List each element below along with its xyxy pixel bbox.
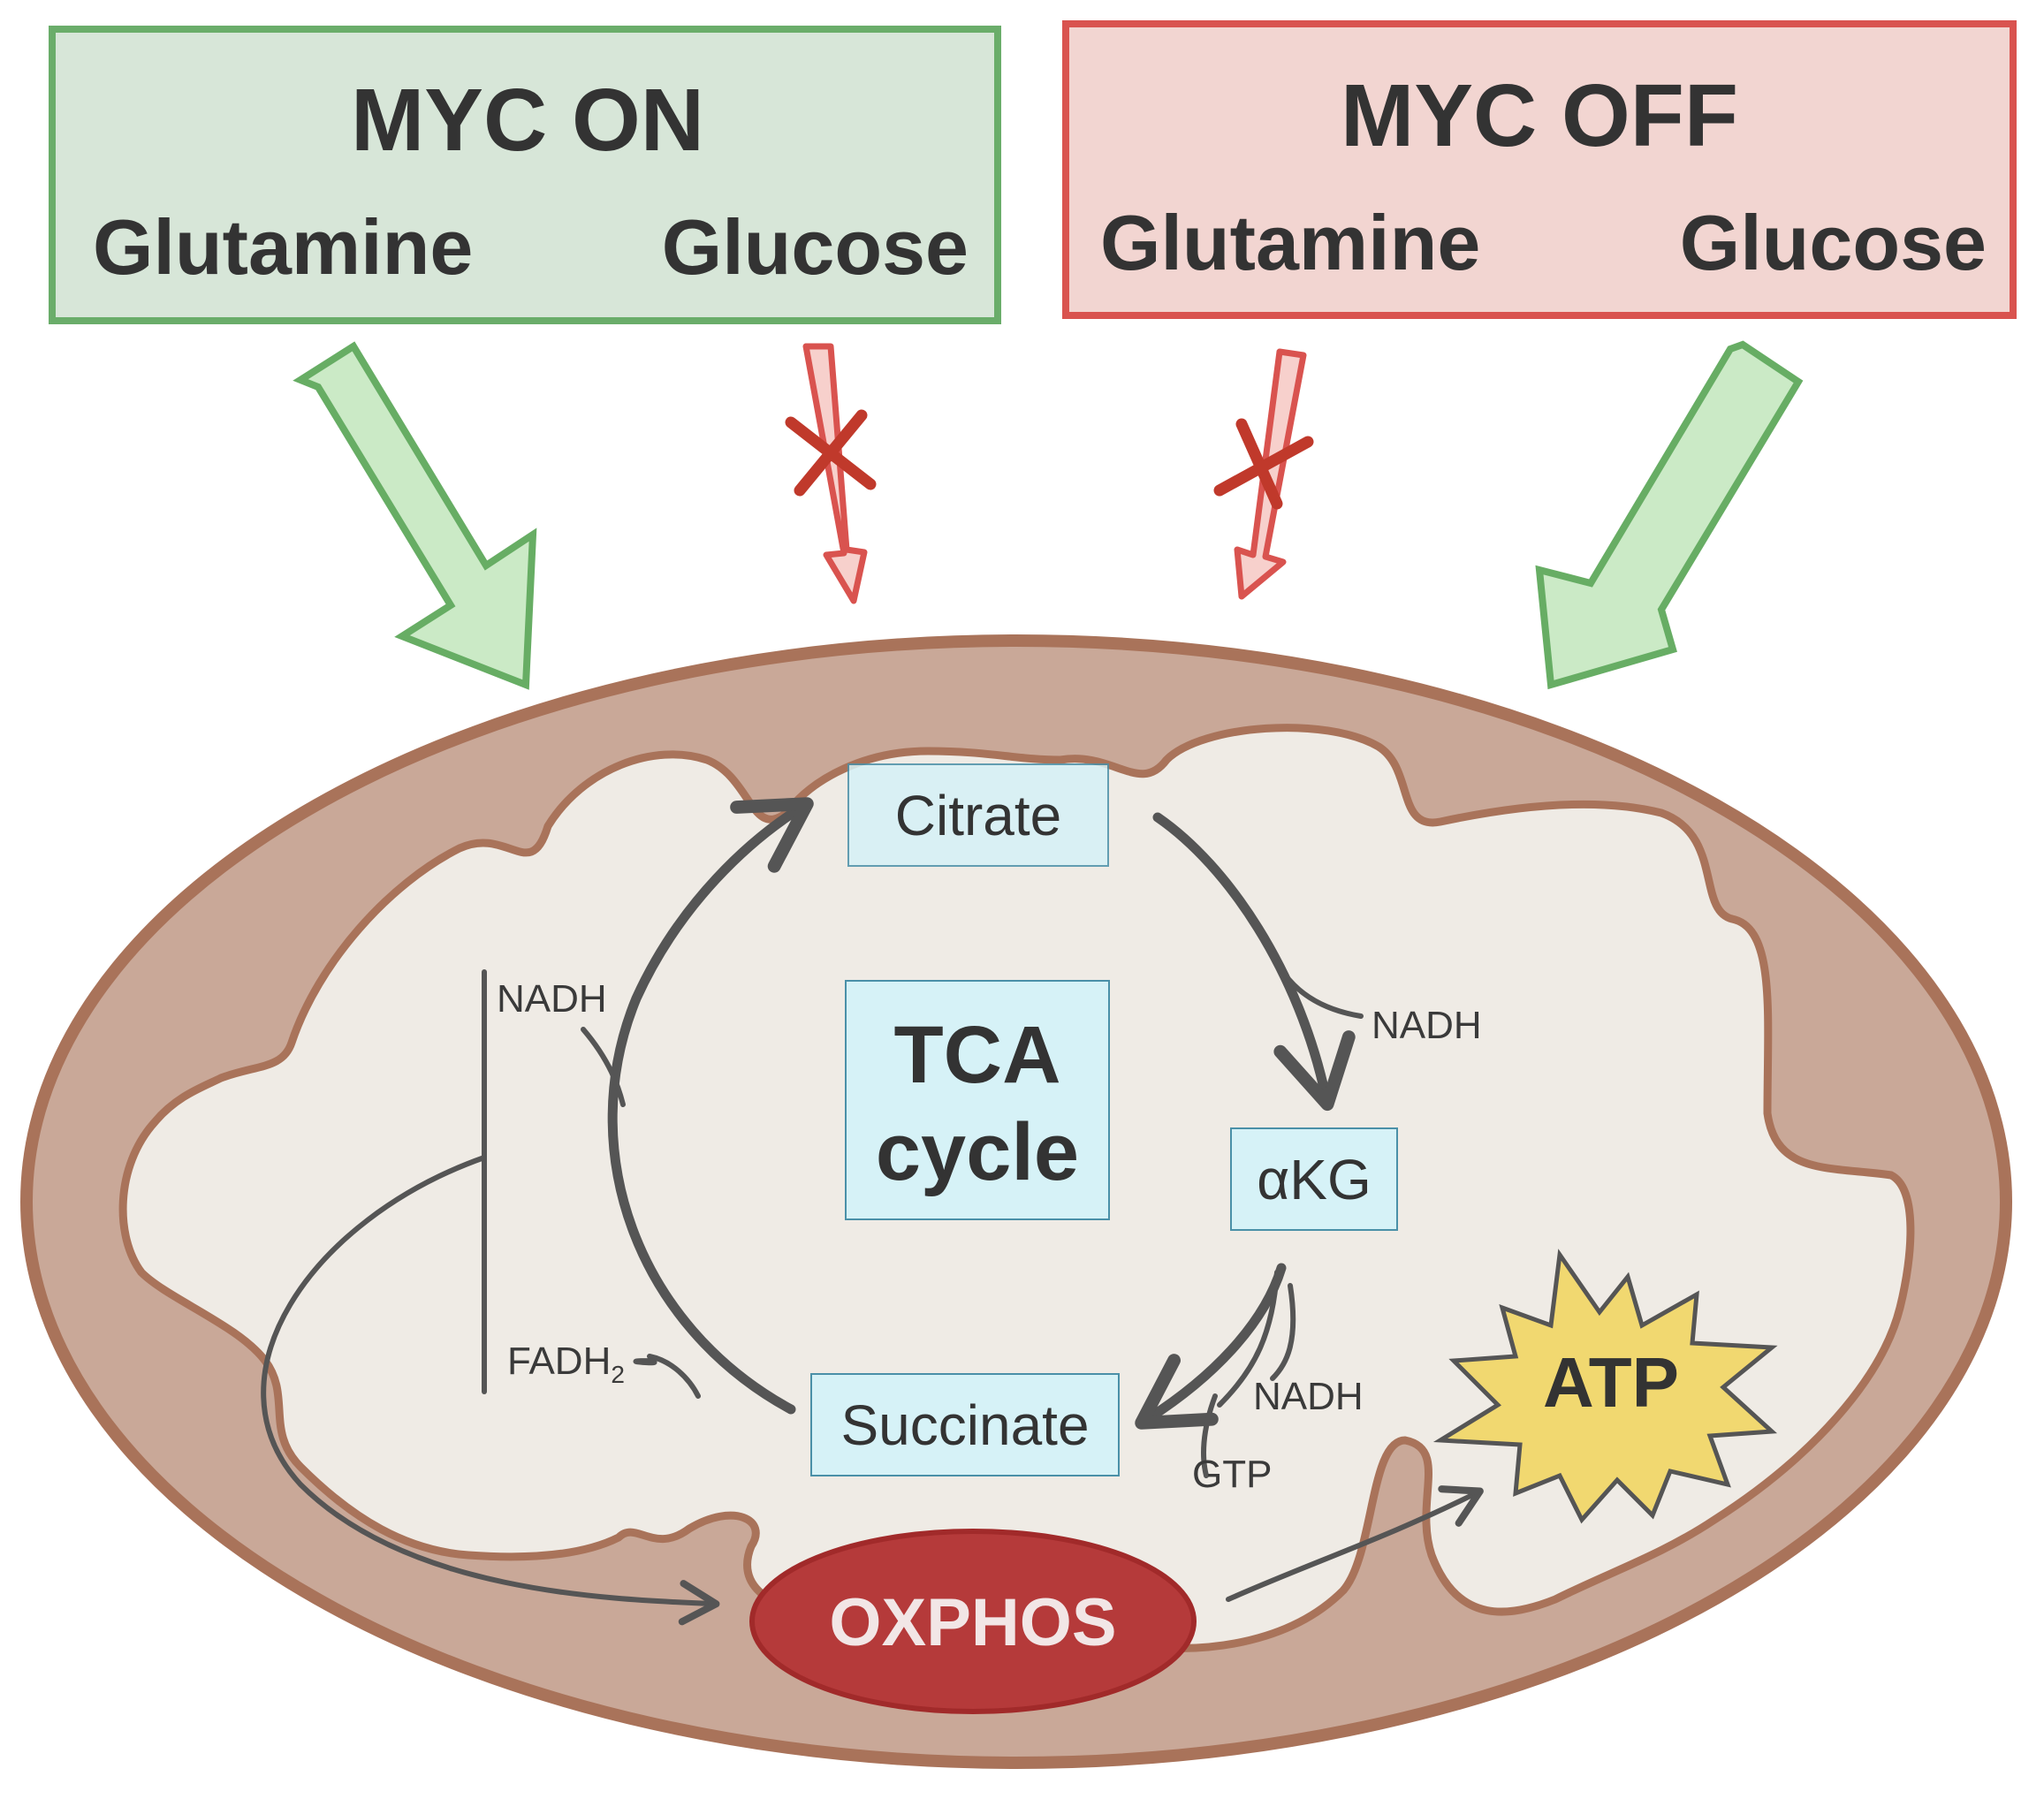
citrate-node: Citrate (847, 763, 1109, 867)
akg-node: αKG (1230, 1127, 1398, 1231)
blocked-x-icon (1213, 418, 1314, 510)
myc-on-panel: MYC ON Glutamine Glucose (49, 26, 1001, 324)
myc-on-glucose-label: Glucose (662, 203, 969, 291)
myc-off-title: MYC OFF (1341, 66, 1738, 165)
glucose-uptake-arrow (1535, 340, 1804, 690)
citrate-to-akg-arrow (1152, 812, 1356, 1112)
fadh2-subscript: 2 (611, 1361, 625, 1388)
glutamine-uptake-arrow (293, 341, 537, 690)
succinate-to-citrate-arrow (607, 797, 814, 1415)
tca-side-branches (581, 934, 1364, 1478)
citrate-box (847, 763, 1109, 867)
nadh-left-label: NADH (497, 977, 607, 1021)
succinate-node: Succinate (810, 1373, 1120, 1476)
tca-center-line1: TCA (893, 1010, 1060, 1100)
myc-off-box (1062, 20, 2017, 319)
carriers-to-oxphos-arrow (261, 1155, 720, 1626)
myc-on-box (49, 26, 1001, 324)
atp-node: ATP (1432, 1249, 1778, 1524)
tca-center: TCA cycle (845, 980, 1110, 1220)
akg-box (1230, 1127, 1398, 1231)
tca-center-box (845, 980, 1110, 1220)
oxphos-to-atp-arrow (1226, 1485, 1484, 1602)
myc-off-panel: MYC OFF Glutamine Glucose (1062, 20, 2017, 319)
glutamine-blocked-arrow (1213, 348, 1314, 600)
oxphos-ellipse (749, 1529, 1197, 1714)
tca-center-line2: cycle (876, 1107, 1079, 1197)
fadh2-base: FADH (507, 1340, 611, 1383)
citrate-label: Citrate (895, 784, 1062, 847)
atp-label: ATP (1543, 1343, 1679, 1422)
succinate-box (810, 1373, 1120, 1476)
blocked-x-icon (785, 409, 877, 497)
electron-carrier-bracket (261, 969, 720, 1626)
akg-label: αKG (1257, 1148, 1371, 1211)
oxphos-node: OXPHOS (749, 1529, 1197, 1714)
glucose-blocked-arrow (785, 343, 877, 604)
myc-on-title: MYC ON (351, 71, 704, 170)
myc-off-glutamine-label: Glutamine (1100, 199, 1480, 286)
nadh-akg-succinate-label: NADH (1253, 1375, 1364, 1418)
oxphos-label: OXPHOS (829, 1585, 1116, 1660)
nadh-citrate-akg-label: NADH (1372, 1004, 1482, 1047)
myc-off-glucose-label: Glucose (1680, 199, 1987, 286)
fadh2-label: FADH2 (507, 1340, 625, 1388)
atp-burst-icon (1432, 1249, 1778, 1524)
succinate-label: Succinate (840, 1393, 1089, 1457)
gtp-label: GTP (1192, 1453, 1272, 1496)
myc-on-glutamine-label: Glutamine (93, 203, 473, 291)
